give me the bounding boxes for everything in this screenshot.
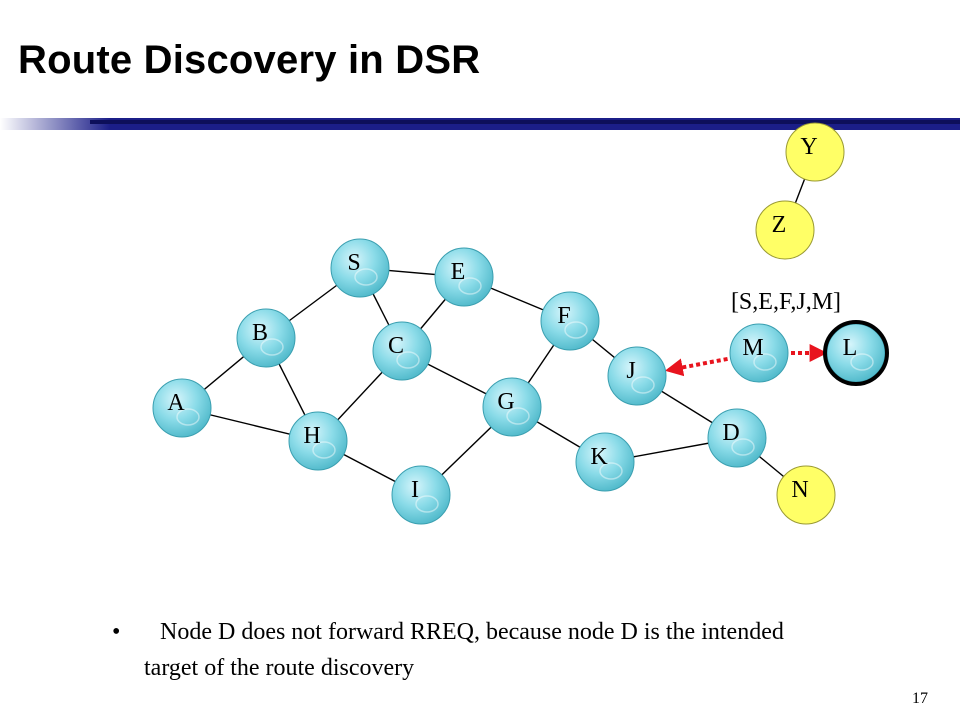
node-m-label: M	[742, 335, 763, 361]
node-l-highlight-ring	[823, 320, 889, 386]
node-m: M	[729, 323, 789, 383]
node-a-label: A	[167, 390, 185, 416]
node-s-gloss	[354, 268, 378, 286]
node-h: H	[288, 411, 348, 471]
route-record-label: [S,E,F,J,M]	[731, 289, 841, 315]
node-i-gloss	[415, 495, 439, 513]
node-c-gloss	[396, 351, 420, 369]
node-c-circle	[372, 321, 432, 381]
page-number: 17	[912, 690, 928, 707]
node-e: E	[434, 247, 494, 307]
node-f-label: F	[557, 303, 570, 329]
node-h-label: H	[303, 423, 320, 449]
node-i-label: I	[411, 477, 419, 503]
rreq-arrows-layer	[664, 344, 828, 377]
node-j-circle	[607, 346, 667, 406]
node-f: F	[540, 291, 600, 351]
title-underline-shadow	[90, 120, 960, 124]
node-a: A	[152, 378, 212, 438]
node-f-gloss	[564, 321, 588, 339]
node-z: Z	[755, 200, 815, 260]
node-h-gloss	[312, 441, 336, 459]
node-e-gloss	[458, 277, 482, 295]
rreq-arrow-m-to-j	[664, 356, 728, 377]
node-k-gloss	[599, 462, 623, 480]
node-b-circle	[236, 308, 296, 368]
node-e-circle	[434, 247, 494, 307]
node-n: N	[776, 465, 836, 525]
node-m-circle	[729, 323, 789, 383]
node-a-circle	[152, 378, 212, 438]
node-b-label: B	[252, 320, 268, 346]
node-j-label: J	[626, 358, 635, 384]
node-d-gloss	[731, 438, 755, 456]
node-e-label: E	[451, 259, 466, 285]
bullet-marker: •	[112, 619, 121, 645]
node-g-gloss	[506, 407, 530, 425]
node-f-circle	[540, 291, 600, 351]
node-g-circle	[482, 377, 542, 437]
node-c: C	[372, 321, 432, 381]
node-l-label: L	[843, 335, 858, 361]
node-d: D	[707, 408, 767, 468]
node-c-label: C	[388, 333, 404, 359]
node-i-circle	[391, 465, 451, 525]
node-s: S	[330, 238, 390, 298]
node-y-label: Y	[800, 134, 817, 160]
node-n-label: N	[791, 477, 808, 503]
node-s-label: S	[347, 250, 360, 276]
slide-title: Route Discovery in DSR	[18, 38, 481, 82]
node-j-gloss	[631, 376, 655, 394]
node-i: I	[391, 465, 451, 525]
node-d-circle	[707, 408, 767, 468]
node-k-circle	[575, 432, 635, 492]
node-z-label: Z	[772, 212, 787, 238]
node-n-circle	[776, 465, 836, 525]
node-m-gloss	[753, 353, 777, 371]
node-h-circle	[288, 411, 348, 471]
node-z-circle	[755, 200, 815, 260]
node-l-gloss	[850, 353, 874, 371]
node-a-gloss	[176, 408, 200, 426]
node-b-gloss	[260, 338, 284, 356]
node-d-label: D	[722, 420, 739, 446]
node-k: K	[575, 432, 635, 492]
node-y-circle	[785, 122, 845, 182]
node-s-circle	[330, 238, 390, 298]
node-g-label: G	[497, 389, 514, 415]
node-b: B	[236, 308, 296, 368]
bullet-text: Node D does not forward RREQ, because no…	[144, 619, 784, 681]
node-g: G	[482, 377, 542, 437]
node-l: L	[823, 320, 889, 386]
node-k-label: K	[590, 444, 608, 470]
node-j: J	[607, 346, 667, 406]
node-y: Y	[785, 122, 845, 182]
nodes-layer: S E F B C J A G H D K I M L Y Z N	[152, 122, 889, 525]
